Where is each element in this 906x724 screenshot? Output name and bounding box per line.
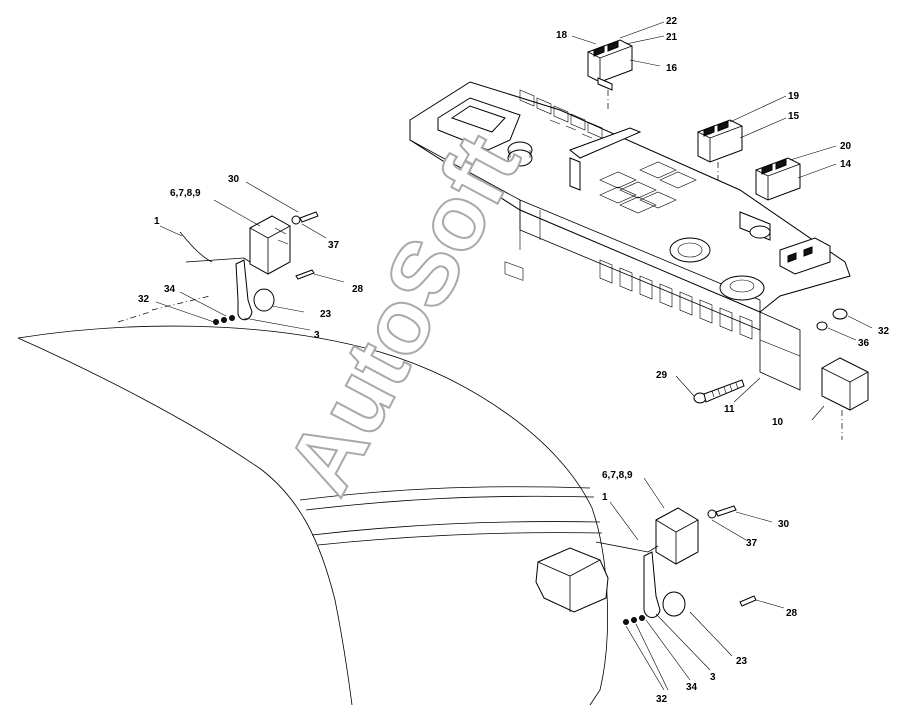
callout-30-lower: 30 (778, 519, 790, 530)
callout-6789-upper: 6,7,8,9 (170, 188, 201, 199)
bolt-29 (693, 379, 745, 404)
callouts: 18 22 21 16 19 15 20 14 32 36 29 11 10 3… (138, 16, 890, 705)
switch-19-assembly (697, 119, 743, 180)
callout-28-upper: 28 (352, 284, 364, 295)
switch-18-assembly (587, 39, 633, 110)
callout-20: 20 (840, 141, 852, 152)
leader-lines (155, 21, 873, 691)
callout-28-lower: 28 (786, 608, 798, 619)
callout-10: 10 (772, 417, 784, 428)
callout-19: 19 (788, 91, 800, 102)
watermark: AutoSoft (268, 119, 540, 510)
callout-23-lower: 23 (736, 656, 748, 667)
callout-11: 11 (724, 404, 735, 415)
callout-16: 16 (666, 63, 678, 74)
marker-lamp-upper (117, 211, 319, 325)
marker-lamp-lower (535, 505, 757, 625)
callout-34-upper: 34 (164, 284, 176, 295)
instrument-panel (409, 81, 851, 391)
callout-3-upper: 3 (314, 330, 320, 341)
callout-6789-lower: 6,7,8,9 (602, 470, 633, 481)
callout-1-lower: 1 (602, 492, 608, 503)
callout-37-upper: 37 (328, 240, 340, 251)
relay-10 (821, 357, 869, 440)
callout-30-upper: 30 (228, 174, 240, 185)
callout-32-lower: 32 (656, 694, 668, 705)
callout-29: 29 (656, 370, 668, 381)
callout-22: 22 (666, 16, 678, 27)
callout-1-upper: 1 (154, 216, 160, 227)
callout-23-upper: 23 (320, 309, 332, 320)
nut-32-36 (816, 308, 848, 331)
callout-34-lower: 34 (686, 682, 698, 693)
callout-14: 14 (840, 159, 852, 170)
callout-32-upper-right: 32 (878, 326, 890, 337)
callout-36: 36 (858, 338, 870, 349)
callout-3-lower: 3 (710, 672, 716, 683)
callout-37-lower: 37 (746, 538, 758, 549)
callout-32-upper-left: 32 (138, 294, 150, 305)
callout-15: 15 (788, 111, 800, 122)
switch-20-assembly (755, 157, 801, 201)
callout-21: 21 (666, 32, 678, 43)
callout-18: 18 (556, 30, 568, 41)
